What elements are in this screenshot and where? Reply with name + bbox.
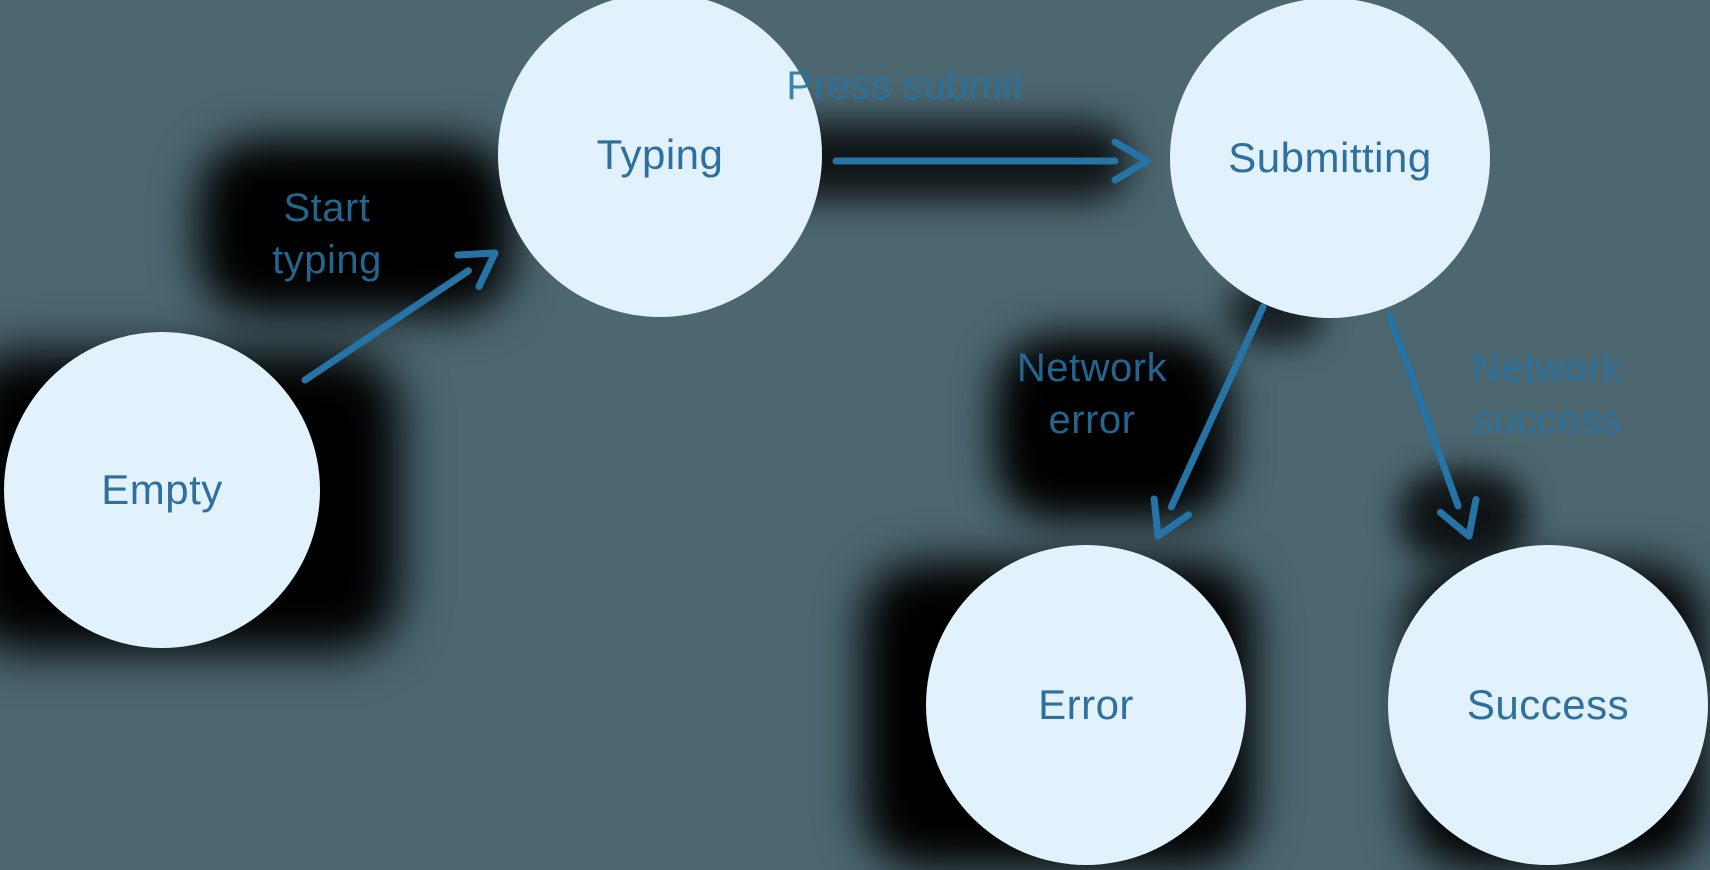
label-line: success: [1473, 398, 1621, 442]
transition-label-press-submit: Press submit: [765, 60, 1045, 112]
transition-label-start-typing: Start typing: [207, 182, 447, 286]
transition-label-network-success: Network success: [1427, 342, 1667, 446]
transition-arrowhead-empty-typing: [454, 249, 499, 291]
state-node-empty: Empty: [4, 332, 320, 648]
state-node-success: Success: [1388, 545, 1708, 865]
transition-arrow-shaft-empty-typing: [301, 267, 472, 384]
state-label: Submitting: [1228, 134, 1432, 181]
state-label: Typing: [596, 131, 724, 178]
transition-arrowhead-submitting-error: [1150, 495, 1193, 540]
state-label: Error: [1038, 681, 1134, 728]
label-line: Start: [283, 186, 371, 230]
transition-arrowhead-typing-submitting: [1111, 138, 1151, 184]
shadow-blob: [1398, 470, 1528, 562]
transition-label-network-error: Network error: [972, 342, 1212, 446]
label-line: Press submit: [786, 64, 1024, 108]
state-node-typing: Typing: [498, 0, 822, 317]
label-line: Network: [1016, 346, 1168, 390]
shadow-blob: [995, 335, 1230, 520]
state-label: Success: [1466, 681, 1630, 728]
shadow-blob: [198, 140, 513, 315]
state-node-submitting: Submitting: [1170, 0, 1490, 318]
state-node-error: Error: [926, 545, 1246, 865]
label-line: error: [1048, 398, 1136, 442]
label-line: Network: [1471, 346, 1623, 390]
transition-arrow-shaft-submitting-success: [1386, 313, 1462, 510]
label-line: typing: [272, 238, 382, 282]
transition-arrowhead-submitting-success: [1436, 496, 1480, 540]
state-label: Empty: [101, 466, 223, 513]
transition-arrow-shaft-submitting-error: [1167, 303, 1267, 511]
